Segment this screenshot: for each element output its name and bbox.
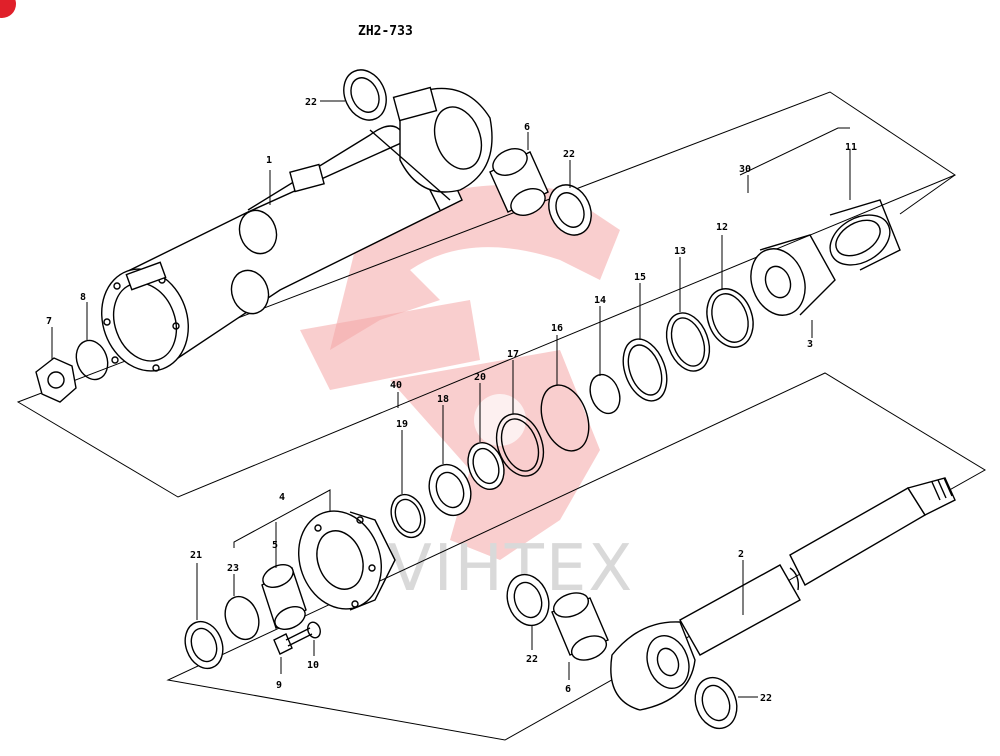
rod-cover	[298, 510, 396, 611]
label-22-top: 22	[305, 97, 317, 108]
bushing-lower	[551, 592, 609, 661]
label-7: 7	[46, 316, 52, 327]
label-12: 12	[716, 222, 728, 233]
ring-13	[665, 312, 711, 372]
label-22-rod-right: 22	[760, 693, 772, 704]
ring-14	[589, 373, 621, 415]
ring-20	[467, 442, 505, 490]
label-20: 20	[474, 372, 486, 383]
diagram-title: ZH2-733	[358, 24, 413, 39]
label-16: 16	[551, 323, 563, 334]
label-19: 19	[396, 419, 408, 430]
label-6-top: 6	[524, 122, 530, 133]
ring-12	[706, 288, 754, 348]
wear-ring-11	[829, 199, 901, 271]
dust-seal-rod-right	[694, 676, 738, 730]
piston-3	[750, 234, 836, 316]
label-22-eye: 22	[563, 149, 575, 160]
label-5: 5	[272, 540, 278, 551]
label-6-bottom: 6	[565, 684, 571, 695]
label-14: 14	[594, 295, 606, 306]
label-1: 1	[266, 155, 272, 166]
label-13: 13	[674, 246, 686, 257]
corner-badge	[0, 0, 16, 18]
label-3: 3	[807, 339, 813, 350]
label-22-rod-left: 22	[526, 654, 538, 665]
label-23: 23	[227, 563, 239, 574]
lock-nut	[35, 357, 77, 403]
label-11: 11	[845, 142, 857, 153]
bushing-upper	[489, 148, 549, 216]
washer-10	[307, 621, 321, 639]
bushing-5	[261, 563, 307, 631]
label-30: 30	[739, 164, 751, 175]
snap-ring-8	[75, 339, 109, 381]
label-8: 8	[80, 292, 86, 303]
dust-seal-21	[184, 620, 224, 670]
rod-assembly-frame	[166, 372, 986, 741]
label-17: 17	[507, 349, 519, 360]
ring-17	[495, 413, 545, 477]
label-18: 18	[437, 394, 449, 405]
label-15: 15	[634, 272, 646, 283]
label-40: 40	[390, 380, 402, 391]
label-21: 21	[190, 550, 202, 561]
dust-seal-top	[343, 69, 387, 121]
label-4: 4	[279, 492, 285, 503]
bolt-9	[273, 627, 313, 655]
dust-seal-eye	[548, 184, 592, 236]
seal-18	[428, 463, 472, 517]
label-9: 9	[276, 680, 282, 691]
label-2: 2	[738, 549, 744, 560]
dust-seal-rod-left	[506, 573, 550, 627]
ring-15	[622, 338, 668, 402]
cylinder-tube	[101, 86, 493, 372]
o-ring-16	[540, 384, 590, 452]
snap-ring-23	[224, 595, 260, 641]
label-10: 10	[307, 660, 319, 671]
leader-lines	[51, 100, 851, 698]
piston-rod	[610, 477, 956, 711]
ring-19	[390, 493, 426, 539]
